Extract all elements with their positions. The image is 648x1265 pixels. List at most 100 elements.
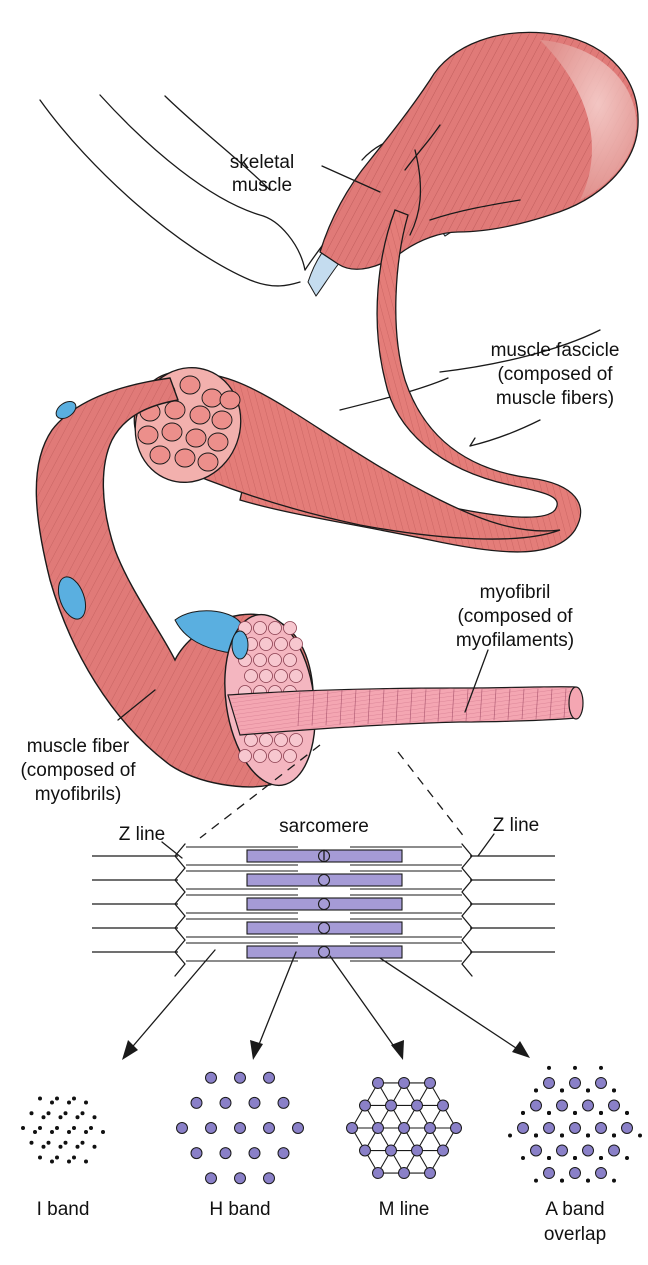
actin-dot: [81, 1111, 85, 1115]
myosin-dot: [531, 1100, 542, 1111]
z-line-left-label: Z line: [119, 824, 165, 845]
actin-dot: [55, 1155, 59, 1159]
myosin-filaments: [247, 850, 402, 958]
myosin-dot: [412, 1145, 423, 1156]
actin-dot: [612, 1134, 616, 1138]
arrow-m-line-head: [391, 1040, 404, 1060]
myosin-dot: [235, 1072, 246, 1083]
muscle-fascicle-label-line3: muscle fibers): [496, 388, 614, 409]
actin-dot: [81, 1141, 85, 1145]
actin-dot: [55, 1126, 59, 1130]
actin-dot: [72, 1126, 76, 1130]
myosin-dot: [544, 1168, 555, 1179]
actin-dot: [76, 1115, 80, 1119]
myosin-dot: [583, 1145, 594, 1156]
myofibril-end: [290, 638, 303, 651]
myofibril-end: [254, 622, 267, 635]
actin-dot: [638, 1134, 642, 1138]
myosin-dot: [373, 1077, 384, 1088]
actin-dot: [38, 1155, 42, 1159]
myosin-dot: [570, 1077, 581, 1088]
myosin-dot: [235, 1173, 246, 1184]
actin-dot: [534, 1089, 538, 1093]
myofibril-end: [284, 750, 297, 763]
actin-dot: [625, 1156, 629, 1160]
myofibril: [228, 687, 583, 735]
myosin-dot: [373, 1168, 384, 1179]
myofibril-end: [269, 654, 282, 667]
myosin-dot: [438, 1100, 449, 1111]
sarcomere-dash-right: [398, 752, 465, 838]
myosin-dot: [596, 1168, 607, 1179]
actin-dot: [30, 1111, 34, 1115]
myosin-dot: [570, 1168, 581, 1179]
myosin-dot: [278, 1148, 289, 1159]
fascicle-fiber-end: [198, 453, 218, 471]
actin-dot: [72, 1155, 76, 1159]
actin-dot: [521, 1111, 525, 1115]
myosin-dot: [425, 1168, 436, 1179]
m-line-label: M line: [379, 1199, 430, 1220]
actin-dot: [521, 1156, 525, 1160]
myofibril-end: [284, 654, 297, 667]
fascicle-fiber-end: [150, 446, 170, 464]
actin-dot: [30, 1141, 34, 1145]
myosin-dot: [177, 1123, 188, 1134]
actin-dot: [573, 1111, 577, 1115]
myosin-dot: [518, 1123, 529, 1134]
myosin-dot: [609, 1100, 620, 1111]
h-band-label: H band: [209, 1199, 270, 1220]
myosin-dot: [570, 1123, 581, 1134]
actin-dot: [47, 1141, 51, 1145]
myofibril-end: [269, 750, 282, 763]
myosin-dot: [583, 1100, 594, 1111]
myosin-dot: [191, 1148, 202, 1159]
myosin-dot: [206, 1123, 217, 1134]
myofibril-label-line3: myofilaments): [456, 630, 574, 651]
a-band-overlap-label-line2: overlap: [544, 1224, 606, 1245]
myofibril-end: [245, 734, 258, 747]
myosin-dot: [544, 1077, 555, 1088]
actin-dot: [76, 1145, 80, 1149]
myofibril-end: [275, 734, 288, 747]
myosin-dot: [438, 1145, 449, 1156]
actin-dot: [21, 1126, 25, 1130]
i-band-cross-section: [21, 1097, 105, 1164]
myofibril-end: [254, 750, 267, 763]
a-band-overlap-cross-section: [508, 1066, 642, 1183]
actin-dot: [599, 1111, 603, 1115]
myosin-dot: [220, 1148, 231, 1159]
myofibril-end: [254, 654, 267, 667]
myosin-dot: [278, 1097, 289, 1108]
myosin-dot: [531, 1145, 542, 1156]
actin-dot: [93, 1145, 97, 1149]
myofibril-end: [275, 638, 288, 651]
myosin-dot: [609, 1145, 620, 1156]
fascicle-fiber-end: [208, 433, 228, 451]
myosin-dot: [544, 1123, 555, 1134]
myofibril-end: [260, 734, 273, 747]
myofibril-label-line1: myofibril: [480, 582, 551, 603]
m-line-node: [319, 899, 330, 910]
muscle-fiber-label-line1: muscle fiber: [27, 736, 130, 757]
actin-dot: [573, 1066, 577, 1070]
actin-dot: [586, 1089, 590, 1093]
actin-dot: [625, 1111, 629, 1115]
actin-dot: [84, 1130, 88, 1134]
myosin-dot: [264, 1123, 275, 1134]
actin-dot: [33, 1130, 37, 1134]
actin-dot: [93, 1115, 97, 1119]
actin-dot: [67, 1130, 71, 1134]
myofibril-end: [260, 638, 273, 651]
muscle-fascicle-label-line2: (composed of: [497, 364, 613, 385]
myofibril-end: [290, 670, 303, 683]
actin-dot: [547, 1156, 551, 1160]
actin-dot: [89, 1126, 93, 1130]
actin-dot: [47, 1111, 51, 1115]
fascicle-fiber-end: [180, 376, 200, 394]
z-line-left: [175, 844, 185, 976]
myosin-dot: [235, 1123, 246, 1134]
actin-dot: [67, 1159, 71, 1163]
myosin-dot: [220, 1097, 231, 1108]
fascicle-fiber-end: [220, 391, 240, 409]
